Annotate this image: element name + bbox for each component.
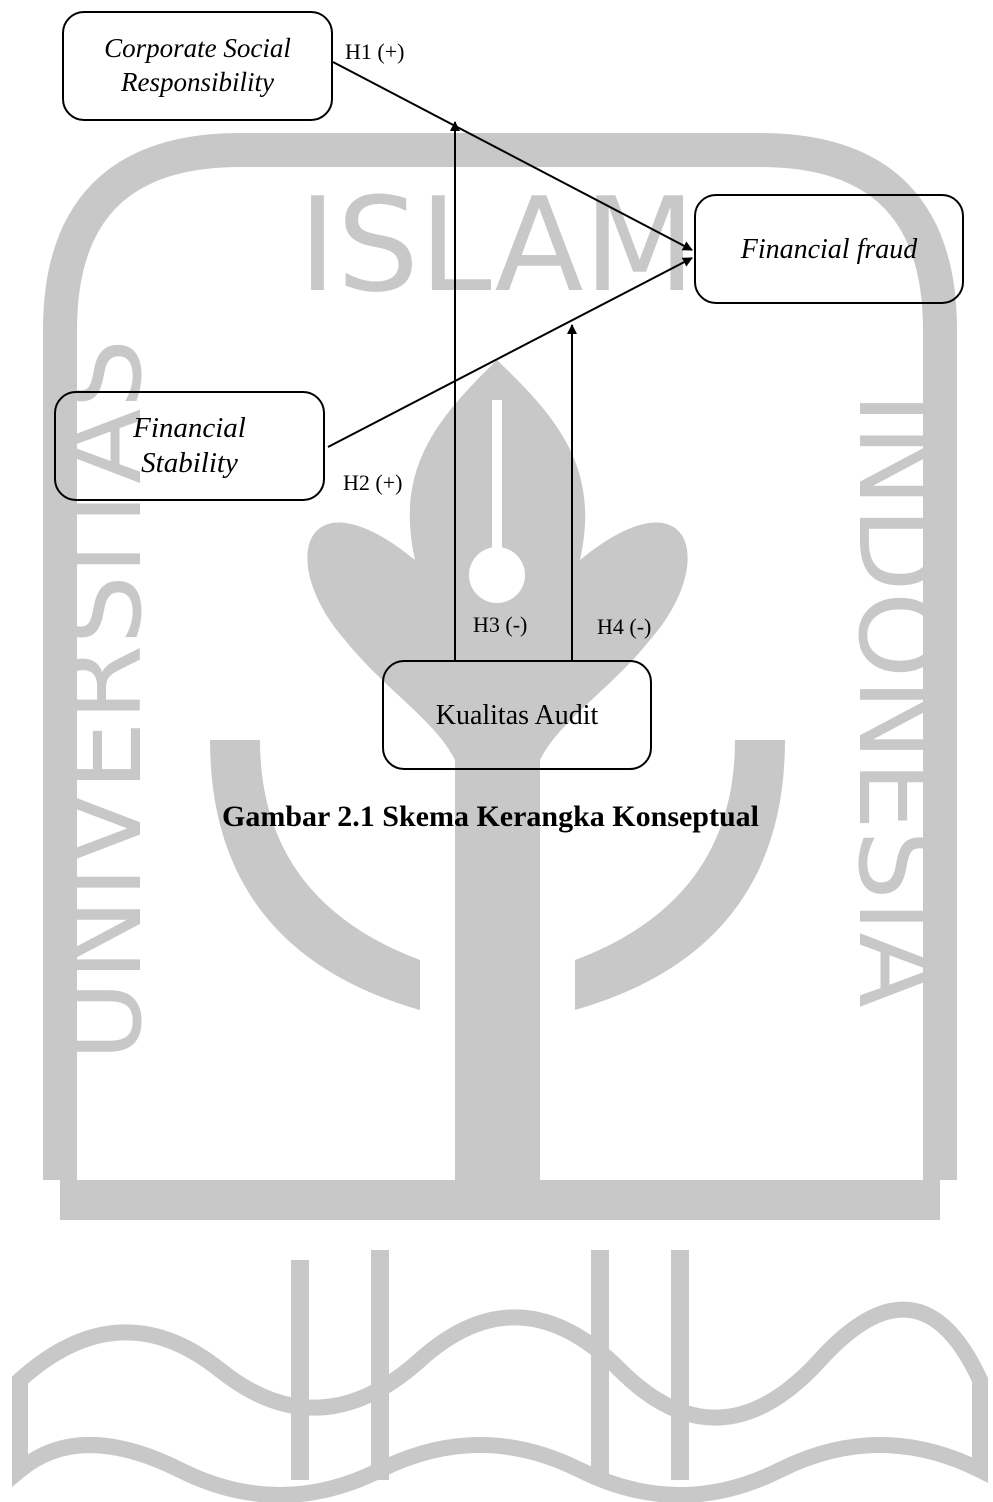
node-label: Kualitas Audit (435, 699, 599, 731)
watermark-text-top: ISLAM (298, 169, 695, 321)
node-kualitas-audit: Kualitas Audit (382, 660, 652, 770)
arrow-h2-stability-to-fraud (327, 257, 693, 448)
watermark-text-left: UNIVERSITAS (38, 339, 166, 1061)
node-corporate-social-responsibility: Corporate Social Responsibility (62, 11, 333, 121)
figure-caption: Gambar 2.1 Skema Kerangka Konseptual (222, 800, 759, 833)
hypothesis-label-h3: H3 (-) (473, 612, 528, 637)
arrow-h1-csr-to-fraud (332, 61, 693, 251)
node-label: Financial Stability (133, 412, 246, 479)
hypothesis-label-h2: H2 (+) (343, 470, 403, 495)
node-financial-fraud: Financial fraud (694, 194, 964, 304)
watermark-text-right: INDONESIA (834, 392, 962, 1007)
node-label: Corporate Social Responsibility (104, 33, 291, 97)
hypothesis-label-h1: H1 (+) (345, 39, 405, 64)
hypothesis-label-h4: H4 (-) (597, 614, 652, 639)
node-financial-stability: Financial Stability (54, 391, 325, 501)
node-label: Financial fraud (740, 233, 918, 265)
